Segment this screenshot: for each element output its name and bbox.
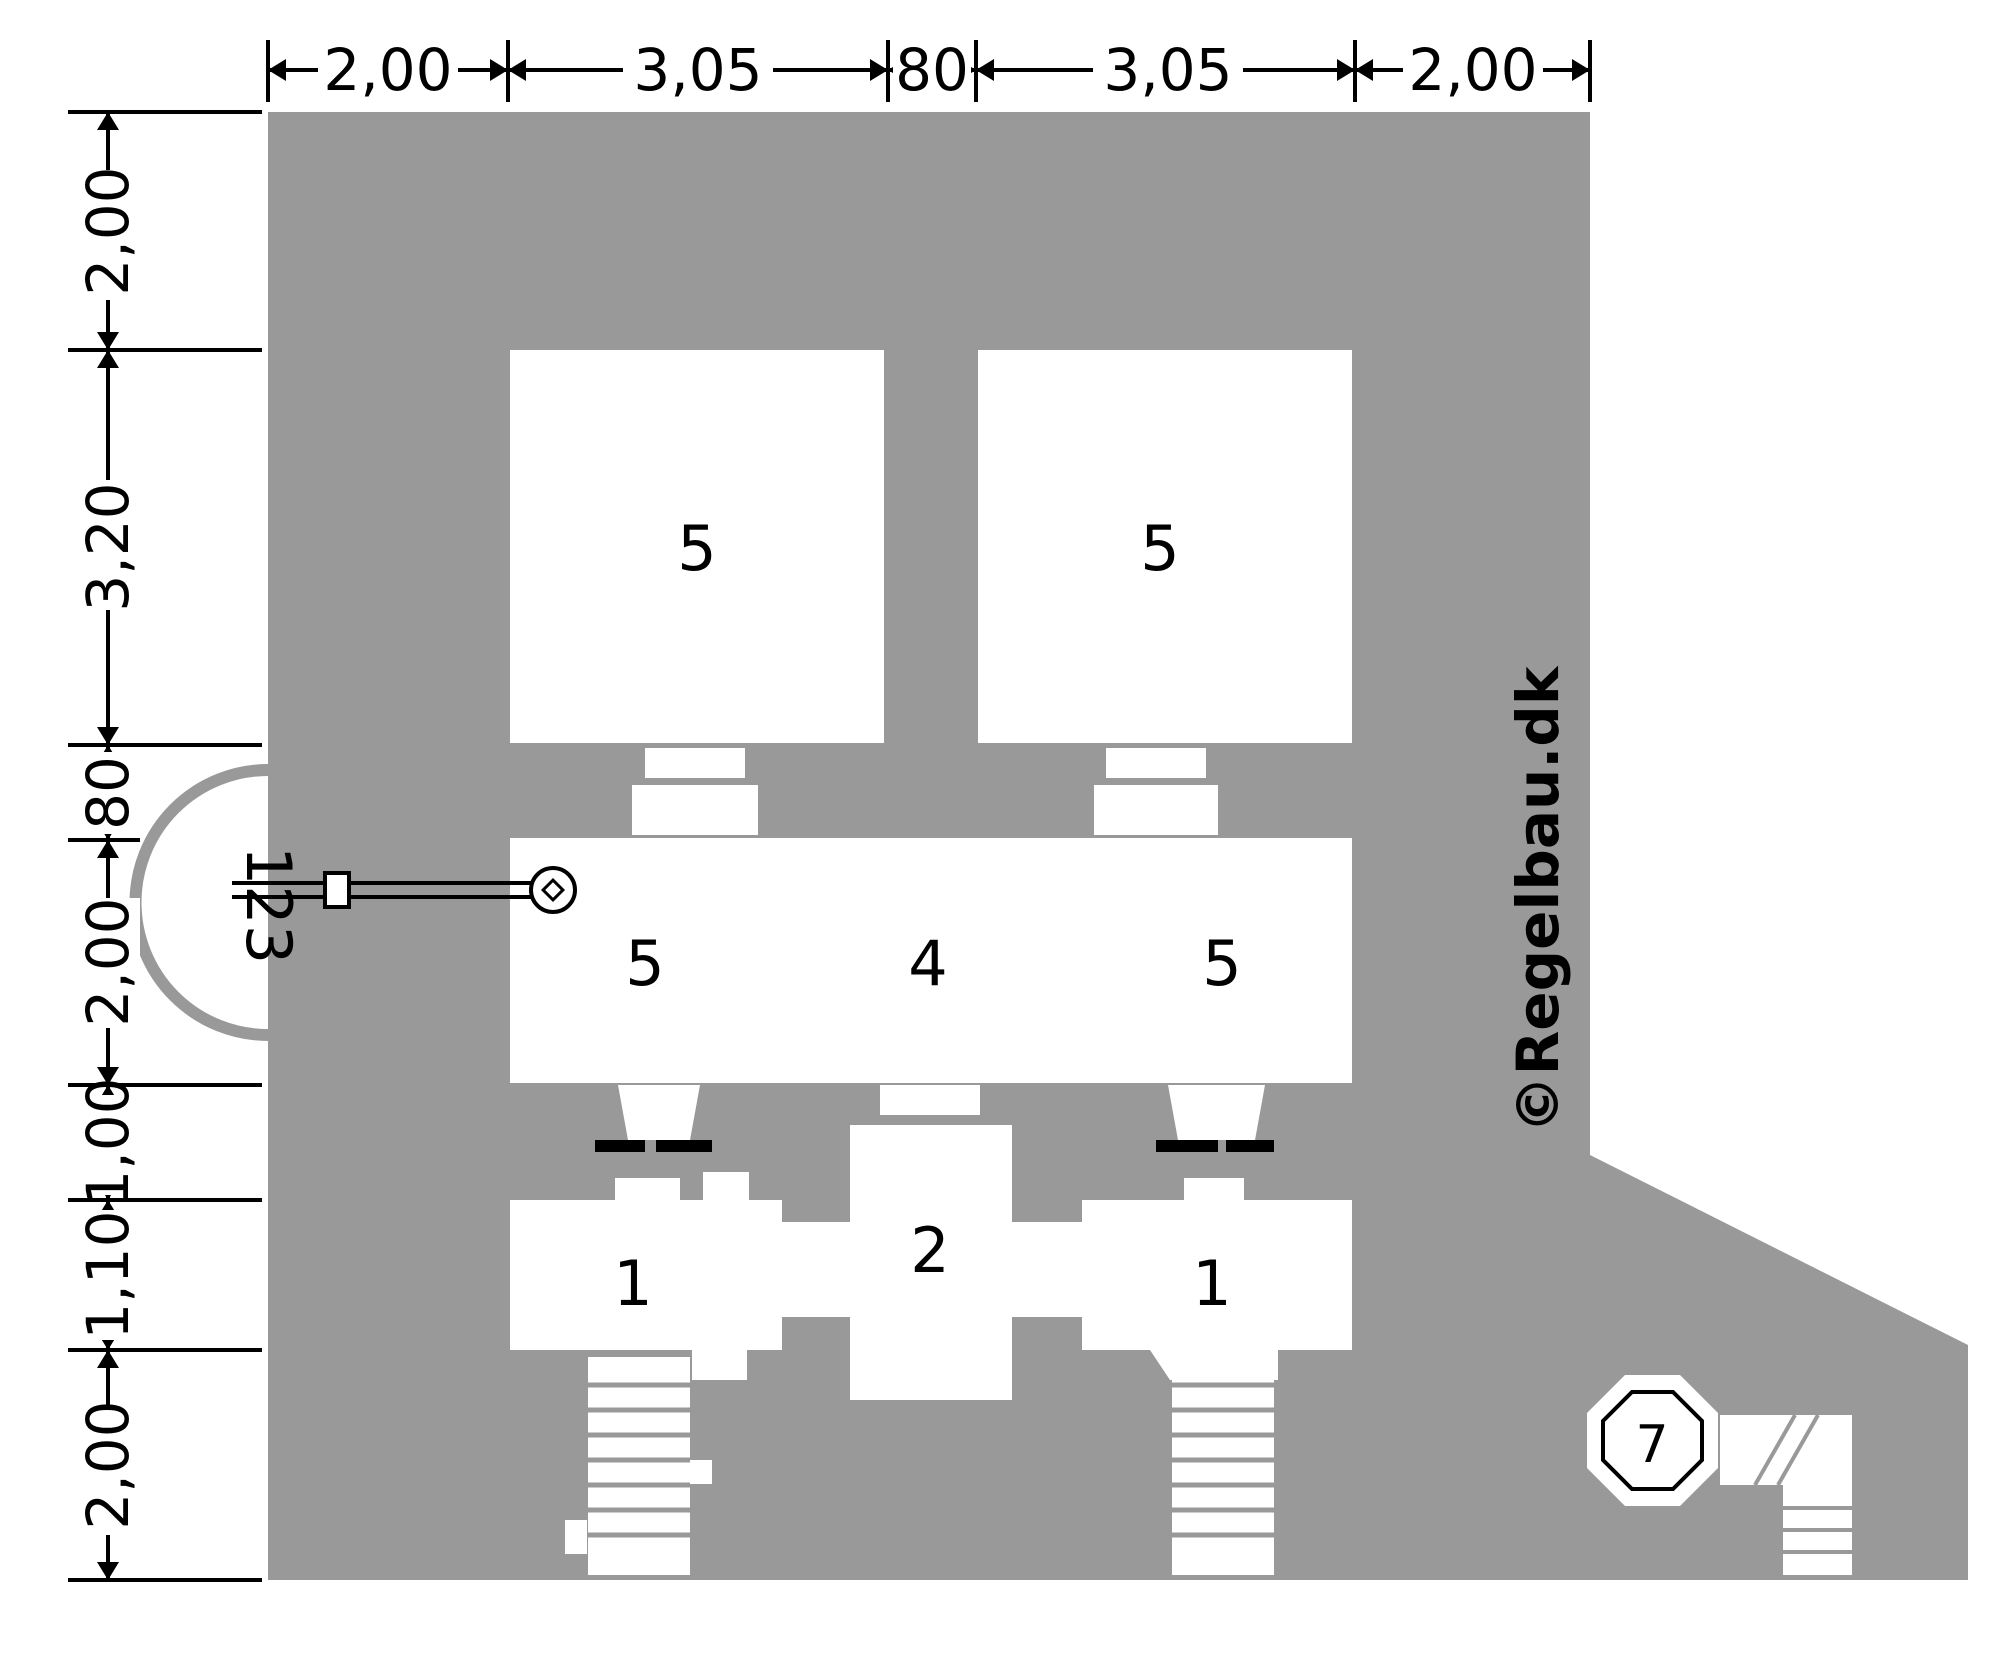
dim-top-5: 2,00 xyxy=(1408,36,1537,104)
room-lower-right xyxy=(1082,1200,1352,1350)
label-room-7: 7 xyxy=(1635,1415,1668,1475)
block-left-3 xyxy=(692,1350,747,1380)
room-top-left xyxy=(510,350,884,743)
dim-left-5: 1,00 xyxy=(74,1077,142,1206)
connector-lower-right xyxy=(1168,1085,1265,1140)
dim-left-3: 80 xyxy=(74,756,142,830)
dim-left-2: 3,20 xyxy=(74,482,142,611)
pipe-fitting xyxy=(232,866,577,914)
connector-lower-center xyxy=(880,1085,980,1115)
stairs-left xyxy=(565,1357,712,1575)
connector-top-left-2 xyxy=(632,785,758,835)
room-center xyxy=(850,1125,1012,1400)
connector-top-left-1 xyxy=(645,748,745,778)
door-markers xyxy=(595,1140,1274,1152)
dim-top-3: 80 xyxy=(895,36,969,104)
label-room-top-right: 5 xyxy=(1140,512,1179,585)
room-top-right xyxy=(978,350,1352,743)
label-room-top-left: 5 xyxy=(677,512,716,585)
octagon-stairs xyxy=(1720,1414,1852,1575)
connector-lower-left xyxy=(618,1085,700,1140)
block-right-1 xyxy=(1184,1178,1244,1200)
connector-top-right-2 xyxy=(1094,785,1218,835)
dim-left-7: 2,00 xyxy=(74,1400,142,1529)
room-lower-left xyxy=(510,1200,782,1350)
dim-top-2: 3,05 xyxy=(633,36,762,104)
dim-left-4: 2,00 xyxy=(74,897,142,1026)
passage-right xyxy=(1012,1222,1082,1317)
passage-left xyxy=(782,1222,850,1317)
label-annex-123: 123 xyxy=(232,846,305,964)
block-left-1 xyxy=(615,1178,680,1200)
block-left-2 xyxy=(703,1172,749,1200)
main-corridor xyxy=(510,838,1352,1083)
octagon-room-7 xyxy=(1587,1375,1718,1506)
connector-top-right-1 xyxy=(1106,748,1206,778)
dim-left-6: 1,10 xyxy=(74,1210,142,1339)
dim-top-1: 2,00 xyxy=(323,36,452,104)
dim-left-1: 2,00 xyxy=(74,166,142,295)
label-corridor-right: 5 xyxy=(1202,927,1241,1000)
label-corridor-left: 5 xyxy=(625,927,664,1000)
label-corridor-center: 4 xyxy=(908,927,947,1000)
label-room-lower-left: 1 xyxy=(613,1247,652,1320)
stairs-right xyxy=(1172,1357,1274,1575)
label-room-center: 2 xyxy=(910,1214,949,1287)
watermark-regelbau: ©Regelbau.dk xyxy=(1504,665,1572,1133)
label-room-lower-right: 1 xyxy=(1192,1247,1231,1320)
dim-top-4: 3,05 xyxy=(1103,36,1232,104)
